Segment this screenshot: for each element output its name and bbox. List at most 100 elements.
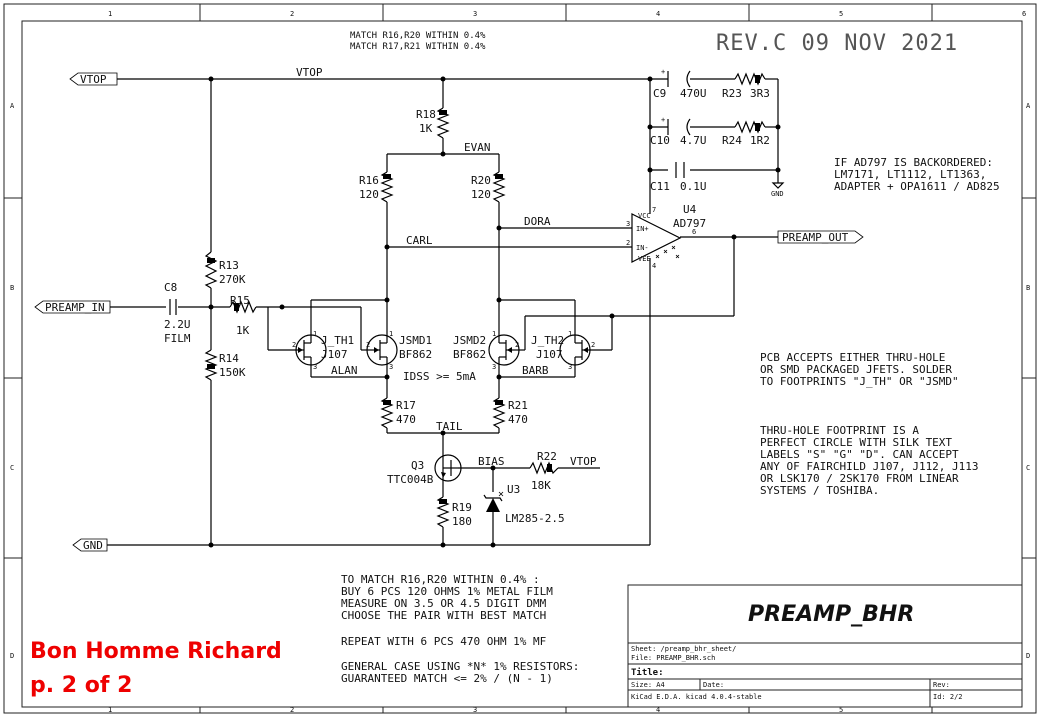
row-label: A (1026, 102, 1031, 110)
capacitor-c10[interactable]: + C10 4.7U (650, 116, 707, 147)
c10-ref: C10 (650, 134, 670, 147)
capacitor-c11[interactable]: C11 0.1U (650, 162, 707, 193)
resistor-r17[interactable]: R17 470 (380, 397, 416, 429)
jth1-ref: J_TH1 (321, 334, 354, 347)
port-preamp-out[interactable]: PREAMP_OUT (777, 230, 864, 244)
pcb-note-line: TO FOOTPRINTS "J_TH" OR "JSMD" (760, 375, 959, 388)
match-note-line: CHOOSE THE PAIR WITH BEST MATCH (341, 609, 546, 622)
pcb-note-line: PCB ACCEPTS EITHER THRU-HOLE (760, 351, 945, 364)
row-label: D (1026, 652, 1030, 660)
resistor-r24[interactable]: R24 1R2 (722, 120, 770, 147)
r22-ref: R22 (537, 450, 557, 463)
jth1-value: J107 (321, 348, 348, 361)
r24-value: 1R2 (750, 134, 770, 147)
capacitor-c9[interactable]: + C9 470U (653, 68, 707, 100)
u4-pin-inm: IN- (636, 244, 649, 252)
r15-value: 1K (236, 324, 250, 337)
u4-pin-4: 4 (652, 262, 656, 270)
resistor-r15[interactable]: R15 1K (229, 294, 257, 337)
match-note-line: REPEAT WITH 6 PCS 470 OHM 1% MF (341, 635, 546, 648)
transistor-q3[interactable]: Q3 TTC004B (387, 452, 462, 486)
r14-value: 150K (219, 366, 246, 379)
resistor-r14[interactable]: R14 150K (204, 349, 246, 381)
jfet-jsmd2[interactable]: 2 1 3 JSMD2 BF862 (453, 330, 520, 371)
r19-value: 180 (452, 515, 472, 528)
r22-value: 18K (531, 479, 551, 492)
r16-ref: R16 (359, 174, 379, 187)
u4-pin-vcc: VCC (638, 212, 651, 220)
col-label: 1 (108, 10, 112, 18)
row-label: B (10, 284, 14, 292)
col-label: 2 (290, 706, 294, 714)
jsmd2-pin: 3 (492, 363, 496, 371)
row-label: C (10, 464, 14, 472)
jsmd1-pin: 1 (389, 330, 393, 338)
u3-ref: U3 (507, 483, 520, 496)
u4-pin-2: 2 (626, 239, 630, 247)
jsmd1-value: BF862 (399, 348, 432, 361)
ad797-note-line: LM7171, LT1112, LT1363, (834, 168, 986, 181)
r23-ref: R23 (722, 87, 742, 100)
thru-note-line: OR LSK170 / 2SK170 FROM LINEAR (760, 472, 959, 485)
u4-pin-7: 7 (652, 206, 656, 214)
c11-value: 0.1U (680, 180, 707, 193)
row-label: A (10, 102, 15, 110)
reference-diode-u3[interactable]: U3 LM285-2.5 (483, 483, 565, 525)
jsmd1-ref: JSMD1 (399, 334, 432, 347)
svg-text:+: + (661, 116, 665, 124)
resistor-r16[interactable]: R16 120 (359, 171, 394, 203)
resistor-r18[interactable]: R18 1K (416, 107, 450, 139)
r21-value: 470 (508, 413, 528, 426)
pcb-note: PCB ACCEPTS EITHER THRU-HOLE OR SMD PACK… (760, 351, 959, 388)
ad797-note-line: IF AD797 IS BACKORDERED: (834, 156, 993, 169)
jsmd2-ref: JSMD2 (453, 334, 486, 347)
col-label: 4 (656, 706, 660, 714)
title-block-sheet: Sheet: /preamp_bhr_sheet/ (631, 645, 736, 653)
r20-value: 120 (471, 188, 491, 201)
jsmd2-value: BF862 (453, 348, 486, 361)
r24-ref: R24 (722, 134, 742, 147)
c8-value: 2.2U (164, 318, 191, 331)
port-preamp-in-label: PREAMP_IN (45, 301, 105, 314)
resistor-r21[interactable]: R21 470 (492, 397, 528, 429)
r19-ref: R19 (452, 501, 472, 514)
junctions (208, 76, 781, 548)
match-note-line: GUARANTEED MATCH <= 2% / (N - 1) (341, 672, 553, 685)
jfet-jsmd1[interactable]: 2 1 3 JSMD1 BF862 (366, 330, 432, 371)
ad797-note: IF AD797 IS BACKORDERED: LM7171, LT1112,… (834, 156, 1000, 193)
r17-ref: R17 (396, 399, 416, 412)
port-preamp-in[interactable]: PREAMP_IN (34, 300, 111, 314)
ground-symbol-label: GND (771, 190, 784, 198)
match-note-line: TO MATCH R16,R20 WITHIN 0.4% : (341, 573, 540, 586)
thru-note-line: SYSTEMS / TOSHIBA. (760, 484, 879, 497)
u4-pin-out: 6 (692, 228, 696, 236)
wires (107, 78, 779, 546)
opamp-u4[interactable]: VCC IN+ IN- VEE 6 7 3 2 4 U4 AD797 (626, 203, 706, 270)
port-gnd-label: GND (83, 539, 103, 552)
resistor-r23[interactable]: R23 3R3 (722, 72, 770, 100)
resistor-r13[interactable]: R13 270K (204, 251, 246, 289)
jth1-pin: 2 (292, 341, 296, 349)
net-label-vtop: VTOP (296, 66, 323, 79)
net-label-barb: BARB (522, 364, 549, 377)
net-label-vtop-bias: VTOP (570, 455, 597, 468)
title-block: PREAMP_BHR Sheet: /preamp_bhr_sheet/ Fil… (627, 584, 1023, 708)
title-block-file: File: PREAMP_BHR.sch (631, 654, 715, 662)
match-note-line: GENERAL CASE USING *N* 1% RESISTORS: (341, 660, 579, 673)
revision-label: REV.C 09 NOV 2021 (716, 31, 958, 56)
ad797-note-line: ADAPTER + OPA1611 / AD825 (834, 180, 1000, 193)
match-note-line: MEASURE ON 3.5 OR 4.5 DIGIT DMM (341, 597, 547, 610)
pcb-note-line: OR SMD PACKAGED JFETS. SOLDER (760, 363, 952, 376)
port-gnd[interactable]: GND (72, 538, 108, 552)
jfet-jth2[interactable]: 2 1 3 J_TH2 J107 (531, 330, 595, 371)
row-label: B (1026, 284, 1030, 292)
resistor-r20[interactable]: R20 120 (471, 171, 506, 203)
col-label: 1 (108, 706, 112, 714)
jfet-jth1[interactable]: 2 1 3 J_TH1 J107 (292, 330, 354, 371)
resistor-r22[interactable]: R22 18K (529, 450, 559, 492)
port-vtop[interactable]: VTOP (69, 72, 118, 86)
net-label-tail: TAIL (436, 420, 463, 433)
resistor-r19[interactable]: R19 180 (436, 496, 472, 528)
capacitor-c8[interactable]: C8 2.2U FILM (164, 281, 191, 345)
